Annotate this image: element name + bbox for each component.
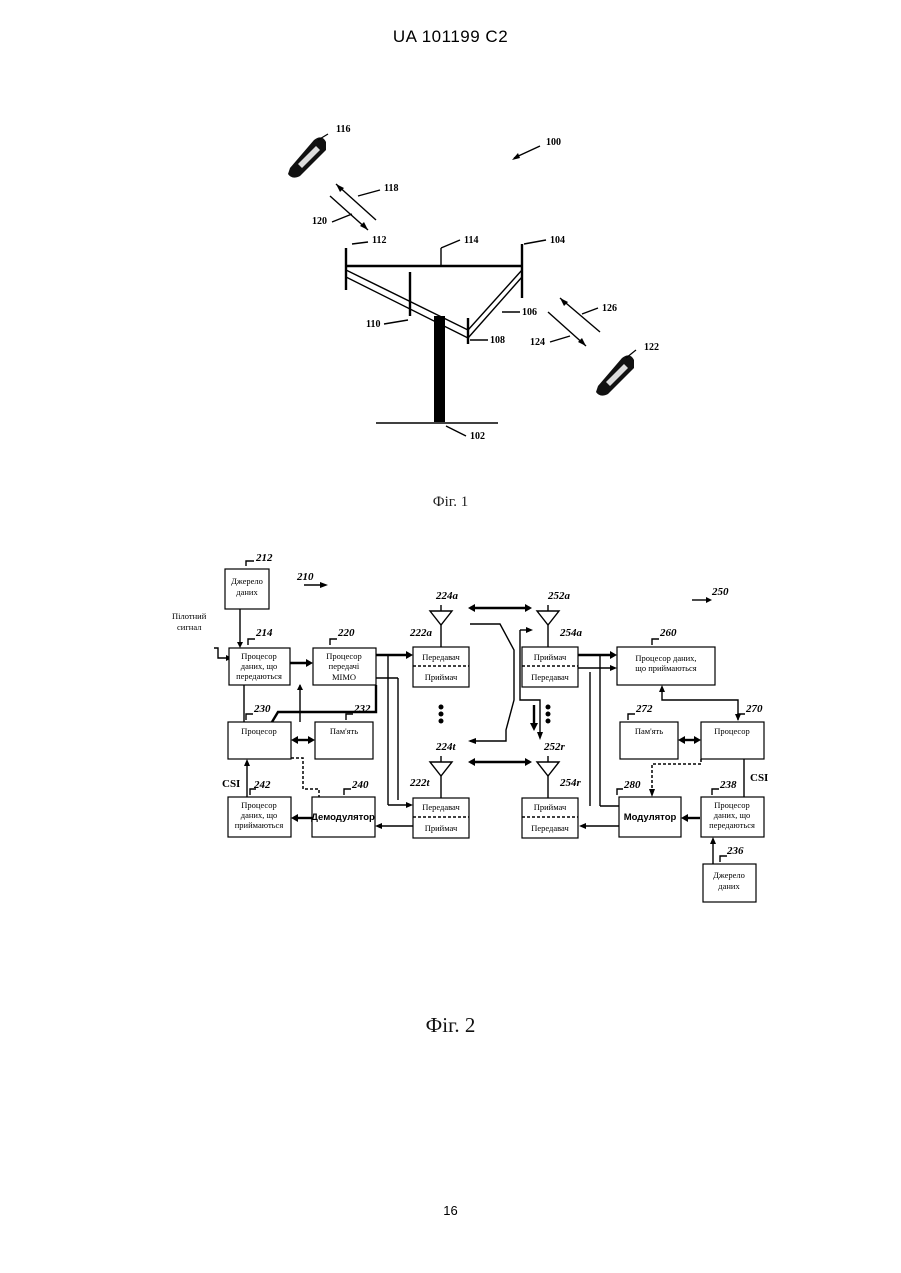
- ref-260: 260: [659, 627, 677, 639]
- mimo-line3: MIMO: [332, 672, 356, 682]
- ref-236: 236: [726, 845, 744, 857]
- ref-220: 220: [337, 627, 355, 639]
- tx-proc-214-line2: даних, що: [241, 661, 278, 671]
- rx-254a-label: Приймач: [534, 652, 567, 662]
- mimo-line1: Процесор: [326, 651, 361, 661]
- antenna-224t-icon: [430, 762, 452, 776]
- ref-222t: 222t: [409, 777, 431, 789]
- tx-proc-214-line1: Процесор: [241, 651, 276, 661]
- rx-proc-260-line2: що приймаються: [635, 663, 697, 673]
- rx-222t-label: Приймач: [425, 823, 458, 833]
- tx-254r-label: Передавач: [531, 823, 569, 833]
- tx-proc-214-line3: передаються: [236, 671, 282, 681]
- tx-proc-238-line3: передаються: [709, 820, 755, 830]
- source-236-line1: Джерело: [713, 870, 745, 880]
- page-number: 16: [0, 1203, 901, 1218]
- tx-proc-238-line1: Процесор: [714, 800, 749, 810]
- ref-210: 210: [296, 571, 314, 583]
- ref-212: 212: [255, 552, 273, 564]
- antenna-252a-icon: [537, 611, 559, 625]
- rx-proc-242-line1: Процесор: [241, 800, 276, 810]
- memory-272-label: Пам'ять: [635, 726, 663, 736]
- ref-280: 280: [623, 779, 641, 791]
- ref-272: 272: [635, 703, 653, 715]
- antenna-252r-icon: [537, 762, 559, 776]
- cross-link-1: [470, 624, 514, 741]
- ref-252a: 252a: [547, 590, 571, 602]
- antenna-224a-icon: [430, 611, 452, 625]
- rx-222a-label: Приймач: [425, 672, 458, 682]
- ref-230: 230: [253, 703, 271, 715]
- figure-2-caption: Фіг. 2: [0, 1013, 901, 1038]
- ref-222a: 222a: [409, 627, 433, 639]
- ref-252r: 252r: [543, 741, 566, 753]
- processor-230-label: Процесор: [241, 726, 276, 736]
- rx-proc-260-line1: Процесор даних,: [635, 653, 696, 663]
- ref-254a: 254a: [559, 627, 583, 639]
- processor-270-label: Процесор: [714, 726, 749, 736]
- rx-proc-242-line3: приймаються: [235, 820, 284, 830]
- pilot-label-line1: Пілотний: [172, 611, 207, 621]
- source-212-line2: даних: [236, 587, 258, 597]
- source-236-line2: даних: [718, 881, 740, 891]
- pilot-label-line2: сигнал: [177, 622, 202, 632]
- tx-222a-label: Передавач: [422, 652, 460, 662]
- modulator-label: Модулятор: [624, 812, 677, 823]
- rx-proc-242-line2: даних, що: [241, 810, 278, 820]
- ref-254r: 254r: [559, 777, 582, 789]
- memory-232-label: Пам'ять: [330, 726, 358, 736]
- demodulator-label: Демодулятор: [311, 812, 375, 823]
- ref-250: 250: [711, 586, 729, 598]
- ref-224a: 224a: [435, 590, 459, 602]
- ref-232: 232: [353, 703, 371, 715]
- ref-240: 240: [351, 779, 369, 791]
- tx-254a-label: Передавач: [531, 672, 569, 682]
- source-212-line1: Джерело: [231, 576, 263, 586]
- tx-222t-label: Передавач: [422, 802, 460, 812]
- tx-proc-238-line2: даних, що: [714, 810, 751, 820]
- csi-label-left: CSI: [222, 778, 240, 790]
- rx-254r-label: Приймач: [534, 802, 567, 812]
- ref-224t: 224t: [435, 741, 457, 753]
- ref-270: 270: [745, 703, 763, 715]
- mimo-line2: передачі: [329, 661, 360, 671]
- csi-label-right: CSI: [750, 772, 768, 784]
- ref-214: 214: [255, 627, 273, 639]
- ref-238: 238: [719, 779, 737, 791]
